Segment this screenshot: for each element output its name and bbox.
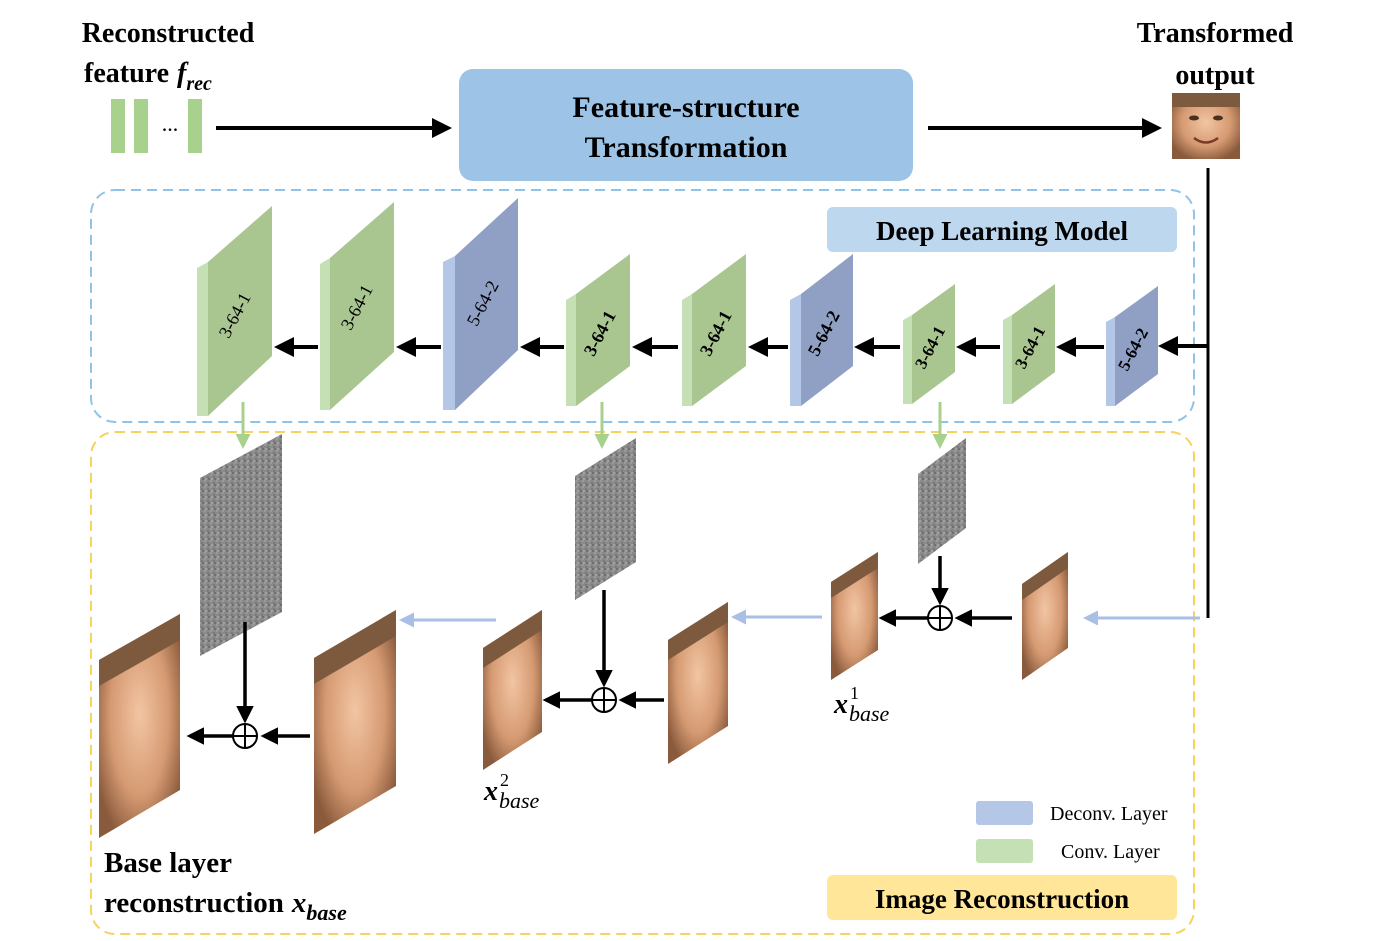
x-base-2-sub: base (499, 788, 540, 813)
face-hair (1022, 552, 1068, 600)
legend-conv-label: Conv. Layer (1061, 841, 1160, 863)
face-hair (668, 602, 728, 660)
layer-slab: 3-64-1 (566, 254, 630, 406)
layer-slab-edge (903, 315, 912, 404)
output-label-line1: Transformed (1137, 18, 1294, 49)
transformed-output-image (1172, 93, 1240, 159)
layer-slab-face (576, 254, 630, 406)
x-base-1-sub: base (849, 701, 890, 726)
x-base-1-sup: 1 (850, 683, 859, 703)
deep-learning-tag-text: Deep Learning Model (876, 216, 1128, 246)
x-base-2-sup: 2 (500, 770, 509, 790)
deep-learning-tag-bg (827, 207, 1177, 252)
image-recon-tag-bg (827, 875, 1177, 920)
base-caption-line1: Base layer (104, 847, 232, 879)
input-feature-label: Reconstructed feature frec (82, 18, 255, 95)
layer-slab: 3-64-1 (682, 254, 746, 406)
sum-node (591, 687, 617, 713)
layer-slab-face (1115, 286, 1158, 406)
upsampled-face-medium (668, 602, 728, 764)
feature-bar (134, 99, 148, 153)
legend-swatch-deconv (976, 801, 1033, 825)
input-label-line2: feature frec (84, 58, 212, 95)
output-label: Transformed output (1137, 18, 1294, 91)
base-layer-face (99, 614, 180, 838)
layer-slab-face (912, 284, 955, 404)
layer-slab-edge (1003, 315, 1012, 404)
image-recon-tag-text: Image Reconstruction (875, 884, 1129, 914)
face-hair (314, 610, 396, 684)
transform-box: Feature-structure Transformation (459, 69, 913, 181)
input-label-line1: Reconstructed (82, 18, 255, 49)
face-hair (831, 552, 878, 598)
layer-slab-edge (320, 258, 330, 410)
feature-ellipsis: ... (162, 111, 179, 136)
layer-slab: 5-64-2 (1106, 286, 1158, 406)
layer-slab: 5-64-2 (443, 198, 518, 410)
legend-swatch-conv (976, 839, 1033, 863)
deep-learning-panel (90, 189, 1195, 423)
feature-vector-icon: ... (111, 99, 202, 153)
face-eye (1213, 115, 1223, 121)
input-math-sub: rec (186, 73, 212, 95)
layer-slab: 3-64-1 (1003, 284, 1055, 404)
layer-slab-face (330, 202, 394, 410)
layer-slab-face (455, 198, 518, 410)
layer-slab-face (1012, 284, 1055, 404)
layer-slab-face (801, 254, 853, 406)
face-mouth (1193, 136, 1219, 144)
detail-map-small (918, 438, 966, 564)
layer-slab-face (692, 254, 746, 406)
x-base-2-sym: x (483, 776, 498, 807)
sum-node (232, 723, 258, 749)
output-label-line2: output (1175, 60, 1255, 91)
layer-slab: 3-64-1 (197, 206, 272, 416)
transform-box-line2: Transformation (585, 131, 788, 164)
layer-slab: 3-64-1 (903, 284, 955, 404)
upsampled-face-large (314, 610, 396, 834)
legend-deconv-label: Deconv. Layer (1050, 803, 1168, 825)
input-face-small (1022, 552, 1068, 680)
base-caption-sub: base (306, 900, 347, 925)
base-caption-sym: x (291, 887, 307, 919)
input-label-word: feature (84, 58, 169, 89)
legend: Deconv. Layer Conv. Layer (976, 801, 1168, 863)
layer-slab-edge (443, 256, 455, 410)
face-hair (99, 614, 180, 686)
face-hair (1172, 93, 1240, 107)
image-recon-tag: Image Reconstruction (827, 875, 1177, 920)
x-base-2-face (483, 610, 542, 770)
layer-slab: 5-64-2 (790, 254, 853, 406)
transform-box-bg (459, 69, 913, 181)
layer-slab-edge (682, 294, 692, 406)
detail-map-large (200, 434, 282, 656)
layer-slab-edge (197, 262, 208, 416)
base-caption-word: reconstruction (104, 887, 284, 919)
layer-slab-face (208, 206, 272, 416)
feature-bar (111, 99, 125, 153)
layer-slab-edge (566, 294, 576, 406)
face-hair (483, 610, 542, 668)
layer-slab-edge (1106, 317, 1115, 406)
layer-slab-edge (790, 294, 801, 406)
feature-bar (188, 99, 202, 153)
sum-node (927, 605, 953, 631)
x-base-1-face (831, 552, 878, 680)
transform-box-line1: Feature-structure (572, 91, 799, 124)
detail-map-medium (575, 438, 636, 600)
image-recon-panel (90, 431, 1195, 935)
input-math-symbol: f (177, 58, 189, 89)
x-base-1-sym: x (833, 689, 848, 720)
deep-learning-tag: Deep Learning Model (827, 207, 1177, 252)
layer-slab: 3-64-1 (320, 202, 394, 410)
face-eye (1189, 115, 1199, 121)
